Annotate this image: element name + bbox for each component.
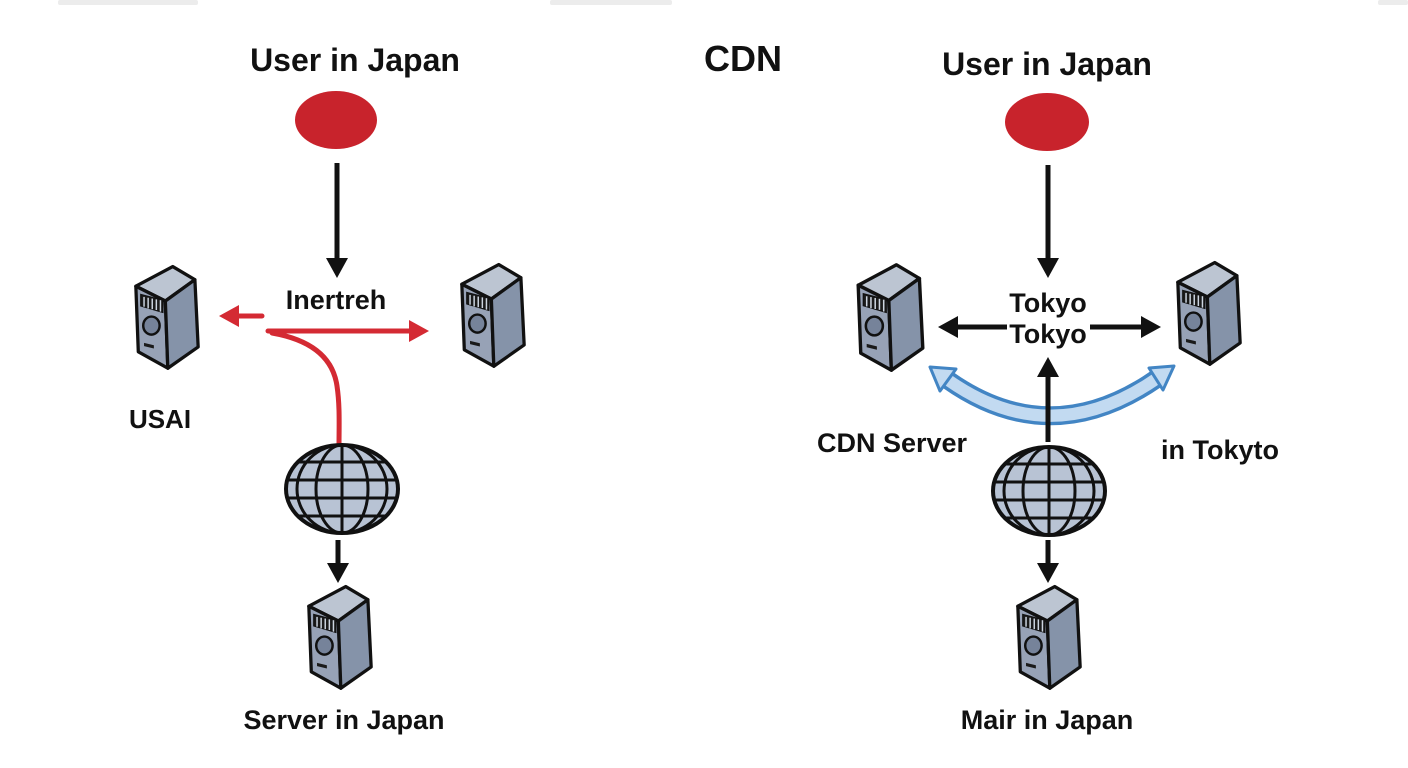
no-cdn-panel bbox=[134, 91, 526, 690]
tokyo-label-line1: Tokyo bbox=[1009, 288, 1087, 318]
top-edge-artifact bbox=[58, 0, 198, 5]
red-curve-connector bbox=[269, 330, 342, 450]
internet-globe-icon bbox=[282, 445, 402, 533]
server-icon bbox=[460, 262, 526, 368]
down-arrow-icon bbox=[326, 163, 348, 278]
down-arrow-icon bbox=[327, 540, 349, 583]
cdn-server-label: CDN Server bbox=[816, 428, 968, 458]
top-edge-artifact bbox=[550, 0, 672, 5]
left-panel-title: User in Japan bbox=[250, 42, 460, 78]
black-left-arrow-icon bbox=[938, 316, 1007, 338]
right-origin-server-label: Mair in Japan bbox=[960, 705, 1134, 735]
internet-label: Inertreh bbox=[285, 285, 387, 315]
down-arrow-icon bbox=[1037, 540, 1059, 583]
down-arrow-icon bbox=[1037, 165, 1059, 278]
top-edge-artifact bbox=[1378, 0, 1408, 5]
server-icon bbox=[307, 584, 373, 690]
red-right-arrow-icon bbox=[265, 320, 429, 342]
cdn-panel bbox=[856, 93, 1242, 690]
blue-sync-arrow-icon bbox=[928, 364, 1176, 426]
internet-globe-icon bbox=[989, 447, 1109, 535]
usa-server-label: USAI bbox=[128, 404, 192, 434]
up-arrow-icon bbox=[1037, 357, 1059, 442]
origin-server-label: Server in Japan bbox=[243, 705, 445, 735]
server-icon bbox=[1016, 584, 1082, 690]
tokyo-server-label: in Tokyto bbox=[1161, 435, 1279, 465]
server-icon bbox=[134, 264, 200, 370]
red-left-arrow-icon bbox=[219, 305, 265, 327]
japan-flag-dot-icon bbox=[1005, 93, 1089, 151]
black-right-arrow-icon bbox=[1090, 316, 1161, 338]
server-icon bbox=[1176, 260, 1242, 366]
server-icon bbox=[856, 263, 925, 372]
cdn-heading: CDN bbox=[704, 38, 782, 79]
tokyo-label-line2: Tokyo bbox=[1009, 319, 1087, 349]
japan-flag-dot-icon bbox=[295, 91, 377, 149]
right-panel-title: User in Japan bbox=[942, 46, 1152, 82]
